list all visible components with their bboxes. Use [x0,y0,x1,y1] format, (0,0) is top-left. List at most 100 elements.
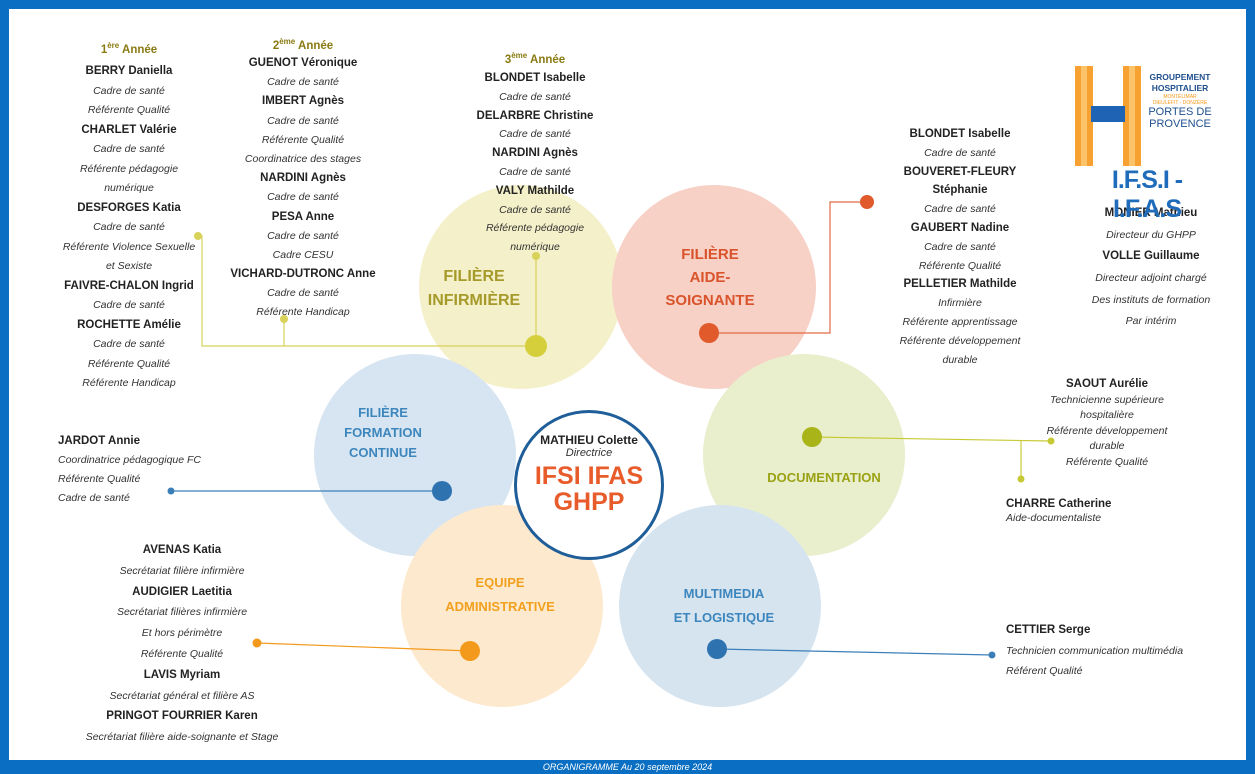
year2-txt: Année [295,39,334,52]
connector-aide-soignante [709,201,869,334]
dot-year1 [194,232,202,240]
title-as-line2: AIDE- [689,269,731,286]
staff-role: Coordinatrice des stages [244,152,362,165]
staff-name: SAOUT Aurélie [1065,378,1148,390]
staff-name: NARDINI Agnès [260,172,346,185]
staff-role: durable [1089,440,1125,452]
staff-role: Cadre de santé [93,338,165,350]
staff-role: Infirmière [938,297,982,310]
title-fc-line2: FORMATION [344,425,422,440]
doc-staff2-role: Aide-documentaliste [1006,512,1102,524]
staff-role: Cadre de santé [924,146,996,159]
staff-name: PRINGOT FOURRIER Karen [106,710,258,723]
doc-staff2-name: CHARRE Catherine [1006,498,1112,510]
staff-name: NARDINI Agnès [492,147,578,160]
center-brand-line2: GHPP [553,488,625,516]
staff-role: Cadre de santé [93,84,165,97]
dot-year2 [280,315,288,323]
year3-txt: Année [527,53,566,66]
staff-role: Cadre de santé [267,229,339,242]
staff-role: Cadre de santé [93,143,165,155]
logo-text: GROUPEMENT HOSPITALIER MONTÉLIMAR DIEULE… [1140,72,1220,130]
staff-role: Secrétariat filière infirmière [119,564,245,577]
staff-name: AVENAS Katia [142,544,222,556]
center-brand-line1: IFSI IFAS [534,462,644,490]
staff-role: Cadre de santé [499,165,571,178]
title-documentation: DOCUMENTATION [749,466,899,490]
year2-num: 2 [272,39,280,52]
staff-role: numérique [510,241,560,254]
year2-header: 2ème Année [243,35,363,53]
staff-role: hospitalière [1080,409,1134,421]
title-as-line1: FILIÈRE [681,246,739,263]
circle-multimedia [619,505,821,707]
staff-role: Secrétariat filière aide-soignante et St… [85,731,279,744]
staff-name: VOLLE Guillaume [1102,250,1200,263]
staff-role: Cadre de santé [267,191,339,204]
title-mm-line1: MULTIMEDIA [683,586,765,601]
staff-role: Référente Qualité [140,647,224,660]
staff-role: Technicienne supérieure [1049,393,1165,406]
chart-background [167,185,1055,707]
center-name: MATHIEU Colette [540,433,638,447]
staff-role: Secrétariat filières infirmière [116,606,248,619]
staff-role: Référente Qualité [1065,455,1149,468]
year2-sup: ème [279,37,296,46]
staff-role: Cadre de santé [267,287,339,300]
staff-role: Technicien communication multimédia [1006,644,1184,657]
node-aide-soignante [699,323,719,343]
year1-txt: Année [119,43,158,56]
staff-name: VALY Mathilde [495,184,575,197]
staff-role: Référente Qualité [918,259,1002,272]
staff-name: PESA Anne [271,210,335,223]
title-formation-continue: FILIÈRE FORMATION CONTINUE [313,403,453,463]
staff-role: Coordinatrice pédagogique FC [58,454,202,466]
dot-fc-staff [167,487,175,495]
staff-name: BERRY Daniella [85,65,173,77]
staff-role: Référente Qualité [58,473,141,485]
staff-name: IMBERT Agnès [262,95,344,108]
year3-header: 3ème Année [475,49,595,67]
circle-administrative [401,505,603,707]
org-chart-canvas: FILIÈRE INFIRMIÈRE FILIÈRE AIDE- SOIGNAN… [9,9,1246,760]
staff-role: Cadre de santé [499,203,571,216]
circle-formation-continue [314,354,516,556]
staff-role: Référente pédagogie [485,222,585,235]
connector-doc [811,436,1052,479]
connector-admin [256,642,471,652]
year3-num: 3 [504,53,512,66]
title-multimedia: MULTIMEDIA ET LOGISTIQUE [649,582,799,630]
title-as-line3: SOIGNANTE [665,292,755,309]
staff-name: GAUBERT Nadine [910,221,1010,234]
logo-line2: HOSPITALIER [1151,83,1209,93]
staff-name: FAIVRE-CHALON Ingrid [64,279,194,292]
staff-role: Cadre CESU [272,248,334,261]
staff-role: et Sexiste [105,260,153,272]
year3-sup: ème [511,51,528,60]
staff-role: Cadre de santé [499,128,571,141]
footer-caption: ORGANIGRAMME Au 20 septembre 2024 [542,762,713,772]
title-fc-line1: FILIÈRE [358,405,408,420]
staff-role: Cadre de santé [267,114,339,127]
staff-role: numérique [104,182,154,194]
staff-role: Cadre de santé [93,221,165,233]
connector-mm [716,648,993,656]
title-admin-line1: EQUIPE [475,575,525,590]
circle-documentation [703,354,905,556]
staff-role: Référente Qualité [261,133,345,146]
node-infirmiere [525,335,547,357]
dot-admin-staff [252,638,262,648]
circle-aide-soignante [612,185,816,389]
staff-name: ROCHETTE Amélie [77,318,181,331]
staff-role: Référente pédagogie [79,162,179,175]
node-fc [432,481,452,501]
title-aide-soignante: FILIÈRE AIDE- SOIGNANTE [640,243,780,312]
staff-name: VICHARD-DUTRONC Anne [230,268,376,281]
